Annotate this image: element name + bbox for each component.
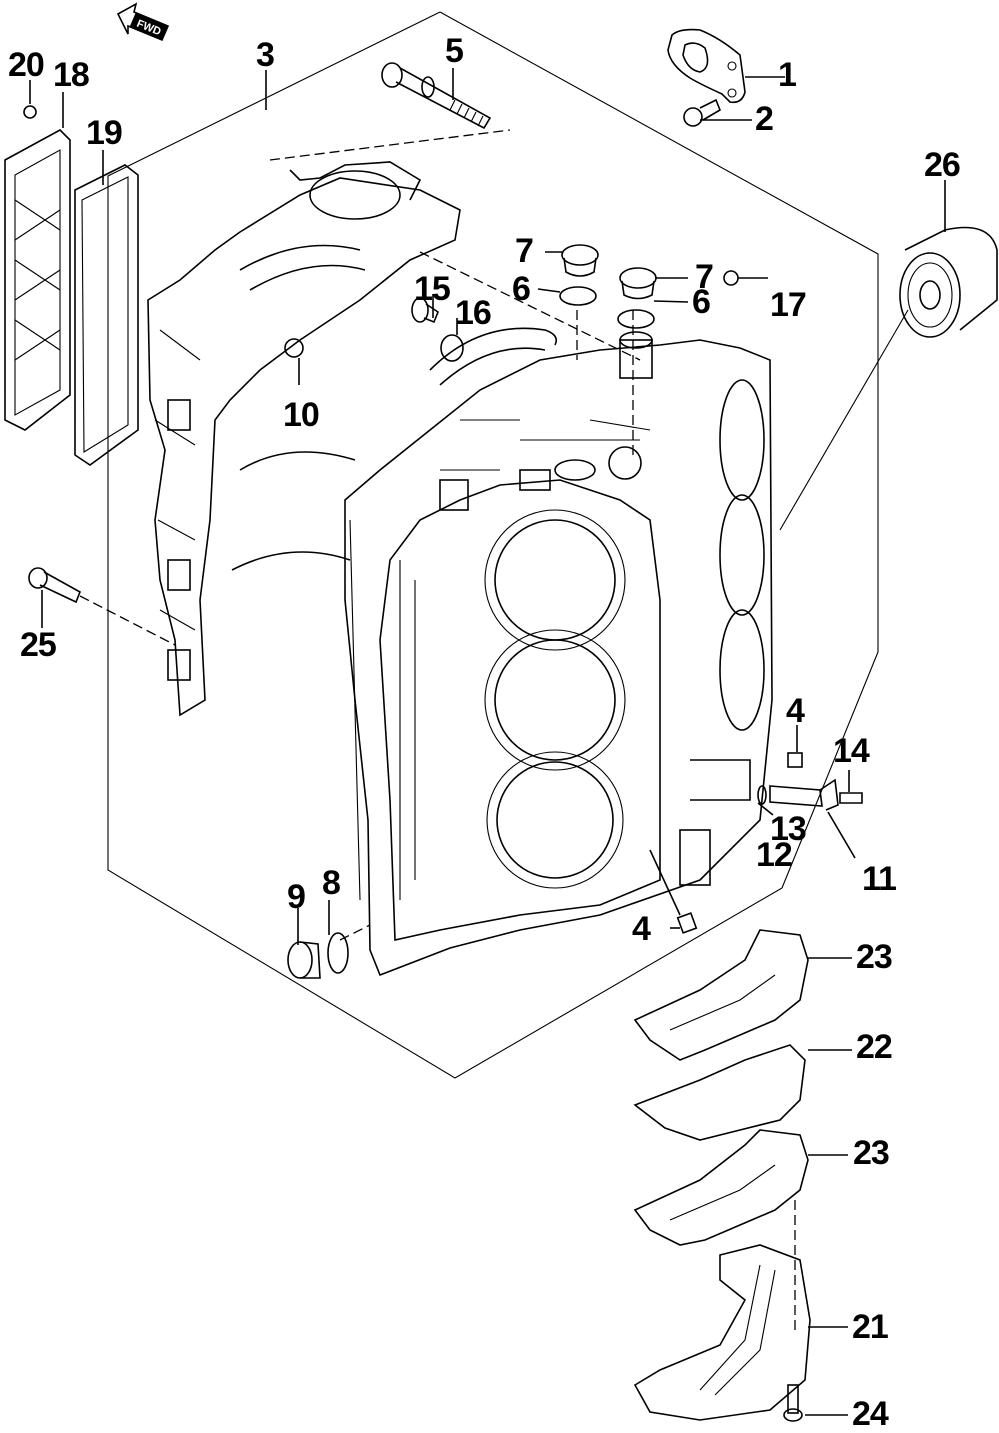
plate-part-21 (633, 1244, 811, 1421)
callout-16[interactable]: 16 (455, 294, 492, 332)
leader-lines (29, 68, 946, 1416)
callout-21[interactable]: 21 (852, 1308, 889, 1346)
callout-18[interactable]: 18 (53, 56, 90, 94)
bracket-part-1 (667, 28, 746, 104)
callout-3[interactable]: 3 (256, 36, 275, 74)
gasket-part-22 (633, 1044, 806, 1141)
dowel-part-10 (284, 338, 304, 358)
o-ring-part-8 (327, 932, 349, 974)
callout-7b[interactable]: 7 (695, 258, 714, 296)
leader-dash-7 (419, 251, 641, 361)
bolt-part-20 (23, 105, 37, 119)
bolt-part-5 (381, 62, 492, 130)
callout-13[interactable]: 13 (770, 810, 807, 848)
callout-12[interactable]: 12 (756, 836, 793, 874)
callout-23b[interactable]: 23 (853, 1134, 890, 1172)
o-ring-part-13 (757, 785, 767, 805)
plug-part-9 (287, 941, 321, 979)
cover-part-18 (4, 129, 71, 431)
callout-14[interactable]: 14 (833, 732, 870, 770)
plug-part-17 (723, 270, 739, 286)
callout-25[interactable]: 25 (20, 626, 57, 664)
callout-26[interactable]: 26 (924, 146, 961, 184)
callout-11[interactable]: 11 (862, 860, 897, 898)
gasket-part-19 (74, 164, 139, 466)
sensor-part-11 (769, 778, 839, 811)
callout-15[interactable]: 15 (414, 270, 451, 308)
callout-17[interactable]: 17 (770, 286, 807, 324)
bolt-part-14 (839, 792, 863, 804)
callout-7a[interactable]: 7 (515, 232, 534, 270)
plug-part-7 (561, 244, 657, 300)
block-group-outline (107, 11, 879, 1079)
leader-dash-25 (79, 595, 176, 646)
callout-22[interactable]: 22 (856, 1028, 893, 1066)
oil-filter-part-26 (899, 226, 998, 338)
callout-9[interactable]: 9 (287, 878, 306, 916)
callout-4a[interactable]: 4 (786, 692, 805, 730)
callout-19[interactable]: 19 (86, 114, 123, 152)
plug-part-4b (676, 912, 698, 934)
washer-part-16 (440, 334, 464, 362)
callout-24[interactable]: 24 (852, 1395, 889, 1433)
cylinder-block-drawing (147, 161, 773, 977)
callout-1[interactable]: 1 (778, 56, 797, 94)
callout-23a[interactable]: 23 (856, 938, 893, 976)
leader-dash-5 (269, 129, 511, 161)
bolt-part-25 (28, 567, 82, 604)
callout-4b[interactable]: 4 (632, 910, 651, 948)
bolt-part-2 (683, 98, 721, 127)
callout-10[interactable]: 10 (283, 396, 320, 434)
o-ring-part-6b (617, 309, 655, 329)
gasket-part-23a (633, 929, 809, 1061)
callout-20[interactable]: 20 (8, 46, 45, 84)
fwd-arrow-icon: FWD (116, 2, 170, 42)
plug-part-4a (787, 752, 803, 768)
callout-6a[interactable]: 6 (512, 270, 531, 308)
leader-dash-26 (779, 309, 909, 531)
o-ring-part-6a (559, 286, 597, 306)
callout-5[interactable]: 5 (445, 32, 464, 70)
callout-2[interactable]: 2 (755, 100, 774, 138)
gasket-part-23b (633, 1129, 809, 1246)
callout-6b[interactable]: 6 (692, 283, 711, 321)
callout-8[interactable]: 8 (322, 864, 341, 902)
plug-part-15 (411, 297, 439, 324)
bolt-part-24 (783, 1384, 803, 1422)
